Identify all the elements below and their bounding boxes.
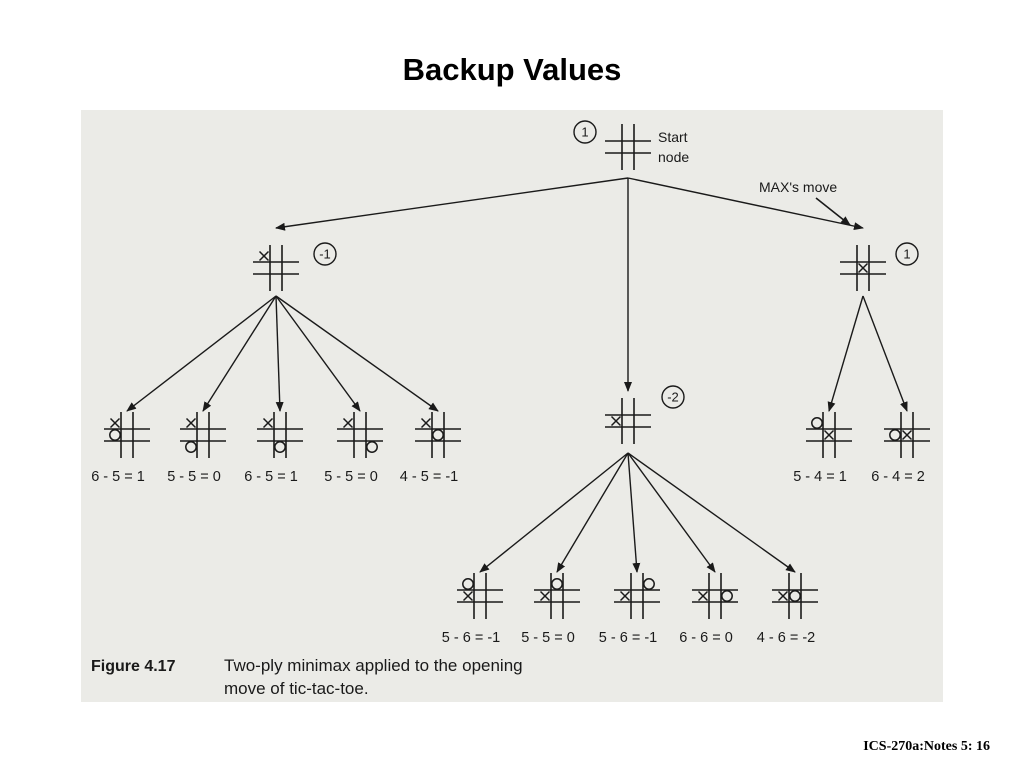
edge-child2-leaf-5 bbox=[627, 452, 796, 573]
leaf-board bbox=[180, 412, 226, 458]
leaf-board bbox=[692, 573, 738, 619]
leaf-board bbox=[806, 412, 852, 458]
backup-equation: 6 - 4 = 2 bbox=[871, 469, 925, 485]
o-mark bbox=[551, 578, 563, 590]
leaf-board bbox=[534, 573, 580, 619]
start-node-label-line2: node bbox=[658, 149, 689, 165]
leaf-board bbox=[337, 412, 383, 458]
backup-equation: 5 - 5 = 0 bbox=[167, 469, 221, 485]
start-node-label-line1: Start bbox=[658, 129, 688, 145]
root-board bbox=[605, 124, 651, 170]
o-mark bbox=[462, 578, 474, 590]
slide-footer: ICS-270a:Notes 5: 16 bbox=[863, 739, 990, 754]
child-board-1 bbox=[253, 245, 299, 291]
o-mark bbox=[721, 590, 733, 602]
figure-caption-line2: move of tic-tac-toe. bbox=[224, 679, 369, 698]
figure-caption-label: Figure 4.17 bbox=[91, 658, 176, 675]
leaf-board bbox=[415, 412, 461, 458]
o-mark bbox=[432, 429, 444, 441]
edge-child2-leaf-2 bbox=[556, 452, 629, 573]
x-mark bbox=[185, 417, 197, 429]
x-mark bbox=[262, 417, 274, 429]
o-mark bbox=[185, 441, 197, 453]
x-mark bbox=[777, 590, 789, 602]
x-mark bbox=[342, 417, 354, 429]
edge-child1-leaf-1 bbox=[126, 295, 277, 412]
edge-child2-leaf-3 bbox=[627, 452, 641, 573]
max-move-pointer bbox=[815, 197, 851, 226]
edge-child2-leaf-1 bbox=[479, 452, 629, 573]
edge-child1-leaf-3 bbox=[275, 295, 284, 412]
backup-equation: 5 - 5 = 0 bbox=[324, 469, 378, 485]
backup-equation: 5 - 4 = 1 bbox=[793, 469, 847, 485]
svg-text:1: 1 bbox=[903, 247, 910, 262]
x-mark bbox=[619, 590, 631, 602]
x-mark bbox=[697, 590, 709, 602]
child-board-2 bbox=[605, 398, 651, 444]
slide-title: Backup Values bbox=[402, 52, 622, 87]
backup-equation: 5 - 6 = -1 bbox=[599, 630, 657, 646]
max-move-label: MAX's move bbox=[759, 179, 837, 195]
minimax-tree-diagram: 1 -1 6 - 5 = 1 5 - 5 = 0 6 - 5 = 1 5 - 5 = 0 4… bbox=[91, 120, 930, 698]
o-mark bbox=[643, 578, 655, 590]
leaf-board bbox=[257, 412, 303, 458]
o-mark bbox=[109, 429, 121, 441]
root-value-badge: 1 bbox=[573, 120, 597, 144]
x-mark bbox=[258, 250, 270, 262]
x-mark bbox=[901, 429, 913, 441]
backup-equation: 5 - 5 = 0 bbox=[521, 630, 575, 646]
leaf-board bbox=[614, 573, 660, 619]
backup-equation: 6 - 6 = 0 bbox=[679, 630, 733, 646]
o-mark bbox=[889, 429, 901, 441]
edge-child2-leaf-4 bbox=[627, 452, 716, 573]
backup-equation: 6 - 5 = 1 bbox=[91, 469, 145, 485]
figure-panel: 1 -1 6 - 5 = 1 5 - 5 = 0 6 - 5 = 1 5 - 5 = 0 4… bbox=[81, 110, 943, 702]
child-value-badge-2: -2 bbox=[661, 385, 685, 409]
backup-equation: 4 - 5 = -1 bbox=[400, 469, 458, 485]
o-mark bbox=[789, 590, 801, 602]
x-mark bbox=[462, 590, 474, 602]
figure-caption-line1: Two-ply minimax applied to the opening bbox=[224, 656, 523, 675]
leaf-board bbox=[772, 573, 818, 619]
o-mark bbox=[366, 441, 378, 453]
edge-child3-leaf-2 bbox=[862, 295, 908, 412]
leaf-board bbox=[457, 573, 503, 619]
x-mark bbox=[610, 415, 622, 427]
backup-equation: 5 - 6 = -1 bbox=[442, 630, 500, 646]
svg-text:-1: -1 bbox=[319, 247, 331, 262]
edge-child3-leaf-1 bbox=[827, 295, 864, 412]
o-mark bbox=[811, 417, 823, 429]
x-mark bbox=[539, 590, 551, 602]
edge-child1-leaf-5 bbox=[275, 295, 439, 412]
child-value-badge-1: -1 bbox=[313, 242, 337, 266]
o-mark bbox=[274, 441, 286, 453]
backup-equation: 4 - 6 = -2 bbox=[757, 630, 815, 646]
backup-equation: 6 - 5 = 1 bbox=[244, 469, 298, 485]
edge-child1-leaf-2 bbox=[202, 295, 277, 412]
leaf-board bbox=[104, 412, 150, 458]
leaf-board bbox=[884, 412, 930, 458]
edge-root-to-child-3 bbox=[627, 177, 864, 231]
edge-child1-leaf-4 bbox=[275, 295, 361, 412]
edge-root-to-child-1 bbox=[275, 177, 629, 231]
svg-text:-2: -2 bbox=[667, 390, 679, 405]
x-mark bbox=[857, 262, 869, 274]
x-mark bbox=[109, 417, 121, 429]
svg-text:1: 1 bbox=[581, 125, 588, 140]
child-board-3 bbox=[840, 245, 886, 291]
x-mark bbox=[823, 429, 835, 441]
x-mark bbox=[420, 417, 432, 429]
child-value-badge-3: 1 bbox=[895, 242, 919, 266]
